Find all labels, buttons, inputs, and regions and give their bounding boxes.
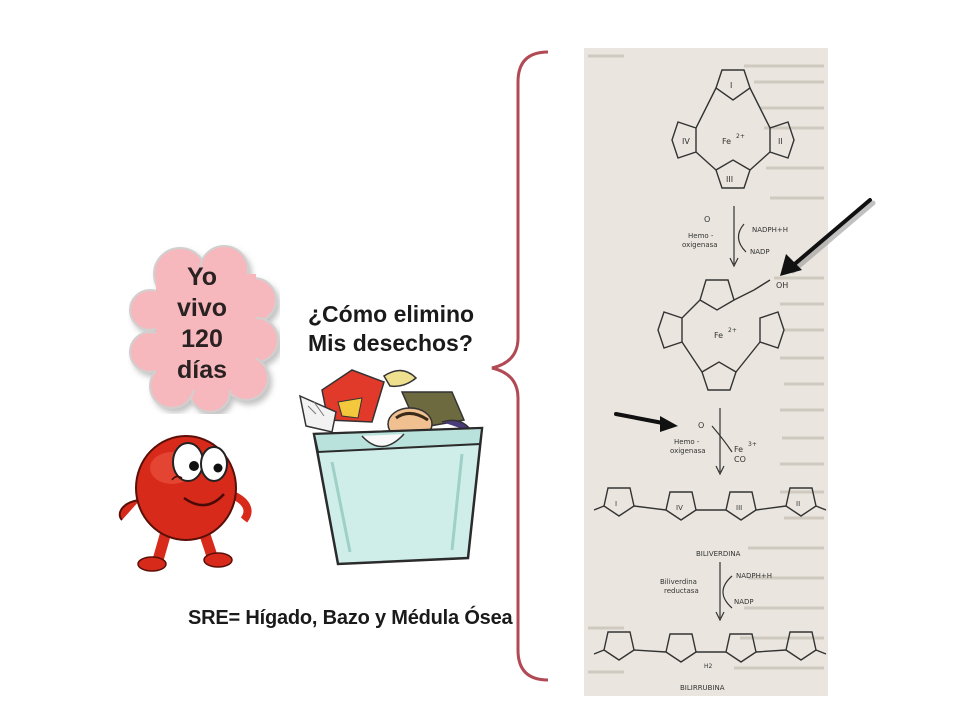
scanned-textbook-page: I II III IV Fe 2+ O NADPH+H NADP Hemo - … (584, 48, 828, 696)
nadp-label: NADP (734, 598, 754, 606)
fe-charge: 2+ (736, 133, 745, 140)
question-line-1: ¿Cómo elimino (308, 301, 475, 327)
ring-numeral: II (796, 500, 800, 508)
fe3-label: Fe (734, 445, 743, 454)
bilirrubina-label: BILIRRUBINA (680, 684, 725, 692)
fe-charge: 2+ (728, 327, 737, 334)
annotation-arrow (614, 412, 678, 432)
oh-label: OH (776, 281, 788, 290)
question-text: ¿Cómo elimino Mis desechos? (308, 300, 508, 358)
annotation-arrow (780, 198, 876, 276)
enzyme-label: oxigenasa (670, 447, 706, 455)
biliverdina-label: BILIVERDINA (696, 550, 741, 558)
sre-caption: SRE= Hígado, Bazo y Médula Ósea (188, 607, 513, 629)
nadph-label: NADPH+H (736, 572, 772, 580)
cloud-line: vivo (176, 294, 228, 322)
cloud-text: Yo vivo 120 días (148, 262, 256, 386)
ring-numeral: I (730, 81, 732, 90)
enzyme-label: reductasa (664, 587, 699, 595)
ring-numeral: IV (682, 137, 690, 146)
cloud-line: 120 (181, 325, 223, 353)
co-label: CO (734, 455, 746, 464)
ring-numeral: II (778, 137, 783, 146)
nadp-label: NADP (750, 248, 770, 256)
heme-degradation-pathway: I II III IV Fe 2+ O NADPH+H NADP Hemo - … (588, 54, 827, 692)
red-blood-cell-cartoon (118, 435, 252, 572)
enzyme-label: Biliverdina (660, 578, 697, 586)
trash-can-illustration (298, 369, 484, 566)
ring-numeral: I (615, 500, 617, 508)
o2-label: O (704, 215, 710, 224)
h2-label: H2 (704, 663, 713, 670)
cloud-line: Yo (186, 263, 218, 291)
fe-label: Fe (722, 137, 731, 146)
enzyme-label: oxigenasa (682, 241, 718, 249)
cloud-line: días (176, 356, 228, 384)
nadph-label: NADPH+H (752, 226, 788, 234)
o2-label: O (698, 421, 704, 430)
ring-numeral: III (736, 504, 742, 512)
thought-cloud (129, 245, 279, 413)
ring-numeral: III (726, 175, 733, 184)
question-line-2: Mis desechos? (308, 330, 473, 356)
ring-numeral: IV (676, 504, 683, 512)
curly-brace (491, 50, 549, 682)
fe3-charge: 3+ (748, 441, 757, 448)
fe-label: Fe (714, 331, 723, 340)
enzyme-label: Hemo - (674, 438, 700, 446)
enzyme-label: Hemo - (688, 232, 714, 240)
